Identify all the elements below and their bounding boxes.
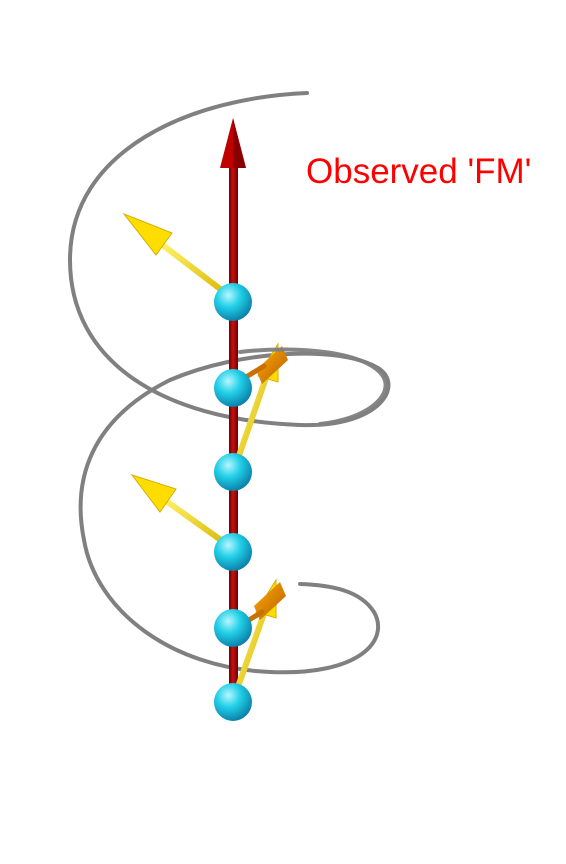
helix-front-segment [238, 347, 388, 426]
atom-4 [214, 533, 252, 571]
spin-arrow-4 [231, 578, 286, 701]
axis-rod [229, 165, 238, 690]
atom-1 [214, 283, 252, 321]
atom-5 [214, 609, 252, 647]
atom-6 [214, 683, 252, 721]
axis-arrowhead-shade [233, 118, 246, 168]
spin-arrow-1 [122, 212, 235, 301]
spin-arrowhead-orange [256, 346, 288, 384]
helix-lower-loop [78, 378, 380, 675]
atom-3 [214, 453, 252, 491]
spin-arrow-3 [130, 474, 235, 551]
atom-2 [214, 369, 252, 407]
observed-fm-label: Observed 'FM' [306, 152, 531, 191]
spin-arrow-2 [231, 342, 288, 473]
